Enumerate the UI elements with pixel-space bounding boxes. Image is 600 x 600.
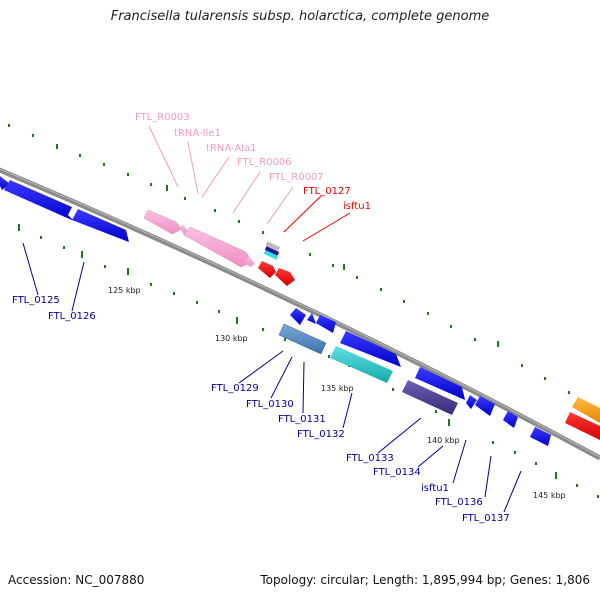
topology-text: Topology: circular; Length: 1,895,994 bp… <box>260 573 590 587</box>
cds-ftl-0132-blue[interactable] <box>340 331 401 367</box>
scale-label-125: 125 kbp <box>108 286 141 295</box>
feature-small-navy[interactable] <box>264 246 280 256</box>
genome-backbone <box>0 167 600 461</box>
cds-ftl-0134[interactable] <box>466 395 477 409</box>
label-ftl-0126[interactable]: FTL_0126 <box>48 311 96 322</box>
scale-label-145: 145 kbp <box>533 491 566 500</box>
cds-orange-edge[interactable] <box>572 397 600 423</box>
label-ftl-0133[interactable]: FTL_0133 <box>346 453 394 464</box>
cds-ftl-0134-b[interactable] <box>475 396 495 416</box>
label-ftl-0129[interactable]: FTL_0129 <box>211 383 259 394</box>
cds-ftl-0129-arrow[interactable] <box>290 308 306 325</box>
genome-map: 125 kbp 130 kbp 135 kbp 140 kbp 145 kbp <box>0 112 600 524</box>
label-isftu1-bottom[interactable]: isftu1 <box>421 483 449 494</box>
cds-red-edge[interactable] <box>565 412 600 440</box>
cds-ftl-0132-cyan[interactable] <box>330 346 393 383</box>
rrna-ftl-r0003[interactable] <box>143 209 183 235</box>
outer-tick-ring <box>8 124 594 408</box>
label-ftl-0134[interactable]: FTL_0134 <box>373 467 421 478</box>
label-ftl-0125[interactable]: FTL_0125 <box>12 295 60 306</box>
label-trna-ile1[interactable]: tRNA-Ile1 <box>174 128 221 139</box>
map-title: Francisella tularensis subsp. holarctica… <box>110 9 490 24</box>
label-ftl-0130[interactable]: FTL_0130 <box>246 399 294 410</box>
cds-ftl-0133-navy[interactable] <box>402 380 458 415</box>
is-element-isftu1-top[interactable] <box>275 268 295 286</box>
label-isftu1-top[interactable]: isftu1 <box>343 201 371 212</box>
is-element-ftl-0127[interactable] <box>258 261 276 278</box>
inner-tick-ring <box>18 224 599 498</box>
label-ftl-0131[interactable]: FTL_0131 <box>278 414 326 425</box>
cds-ftl-0130-arrow[interactable] <box>307 313 316 324</box>
scale-label-130: 130 kbp <box>215 334 248 343</box>
accession-text: Accession: NC_007880 <box>8 573 145 587</box>
cds-ftl-0131-steel[interactable] <box>278 323 327 355</box>
leader-lines <box>22 125 522 513</box>
cds-small-blue[interactable] <box>316 315 336 333</box>
rrna-ftl-r0006[interactable] <box>183 226 253 268</box>
cds-ftl-0136[interactable] <box>530 427 551 446</box>
cds-ftl-0125-arrow[interactable] <box>0 176 10 190</box>
feature-labels: FTL_R0003 tRNA-Ile1 tRNA-Ala1 FTL_R0006 … <box>12 112 510 524</box>
trna-r0007[interactable] <box>245 256 255 267</box>
feature-small-cyan[interactable] <box>263 250 279 260</box>
label-trna-ala1[interactable]: tRNA-Ala1 <box>206 143 256 154</box>
feature-small-grey[interactable] <box>265 241 281 252</box>
scale-labels: 125 kbp 130 kbp 135 kbp 140 kbp 145 kbp <box>108 286 566 500</box>
cds-ftl-0125[interactable] <box>4 180 74 221</box>
scale-label-140: 140 kbp <box>427 436 460 445</box>
scale-label-135: 135 kbp <box>321 384 354 393</box>
genome-backbone-highlight <box>0 168 600 458</box>
forward-strand-features <box>143 209 295 286</box>
label-ftl-r0006[interactable]: FTL_R0006 <box>237 157 292 168</box>
cds-ftl-0126[interactable] <box>72 209 129 242</box>
label-ftl-r0007[interactable]: FTL_R0007 <box>269 172 324 183</box>
label-ftl-0136[interactable]: FTL_0136 <box>435 497 483 508</box>
cds-isftu1-bottom[interactable] <box>503 411 518 428</box>
cds-ftl-0133-blue[interactable] <box>415 367 465 400</box>
label-ftl-0137[interactable]: FTL_0137 <box>462 513 510 524</box>
reverse-strand-features <box>0 176 600 446</box>
label-ftl-0132[interactable]: FTL_0132 <box>297 429 345 440</box>
label-ftl-0127[interactable]: FTL_0127 <box>303 186 351 197</box>
label-ftl-r0003[interactable]: FTL_R0003 <box>135 112 190 123</box>
